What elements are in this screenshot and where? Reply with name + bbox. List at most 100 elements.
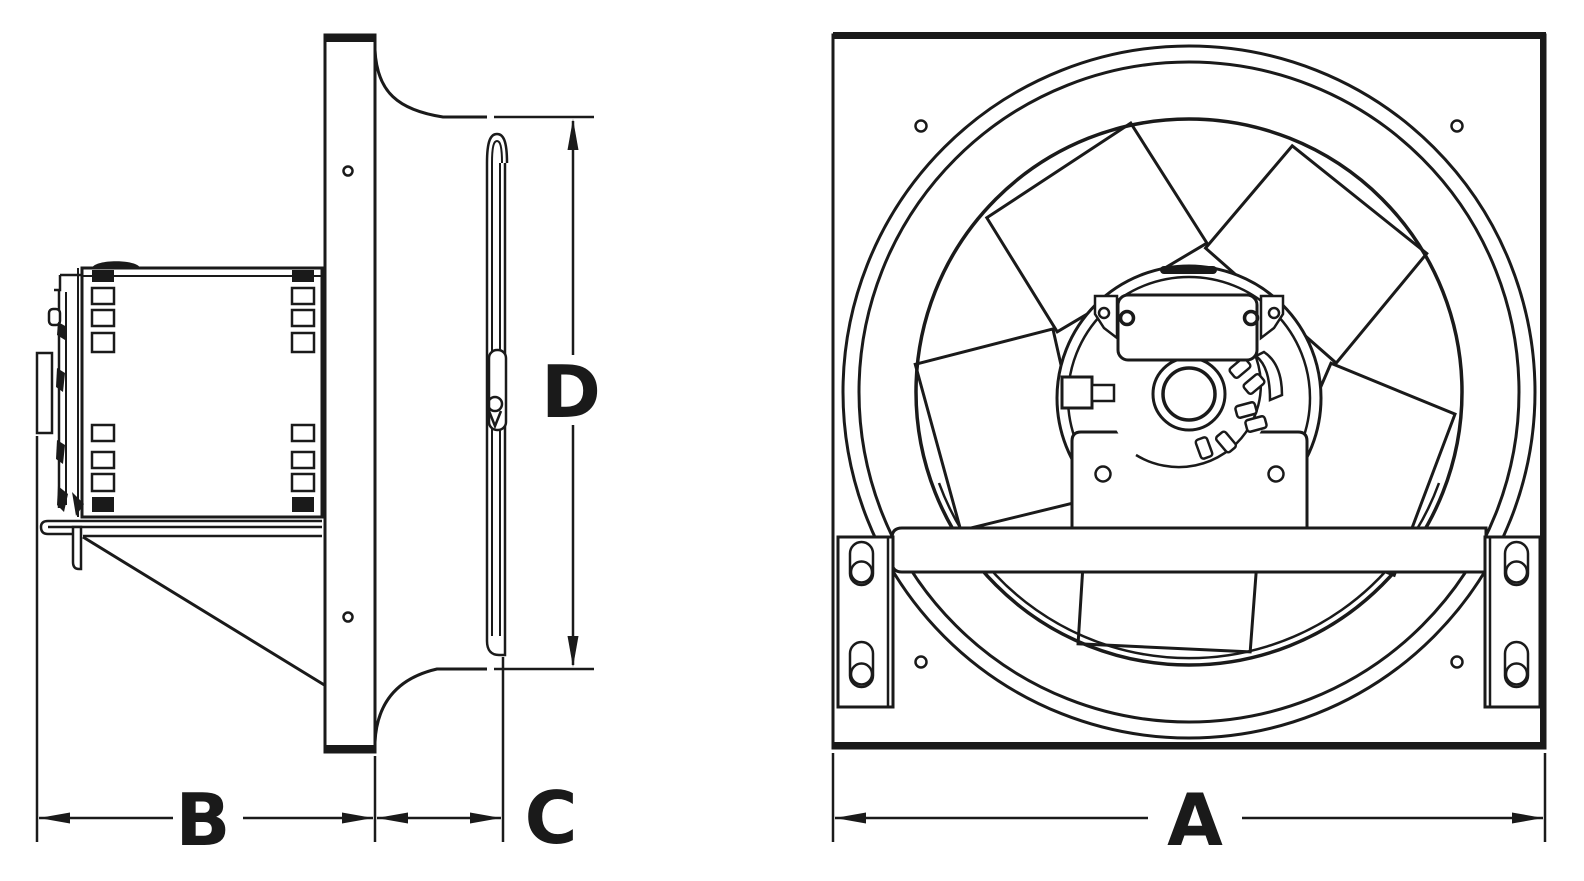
- vent-slot: [290, 423, 316, 443]
- venturi-circle-ring: [857, 60, 1521, 724]
- panel-top-edge: [833, 32, 1546, 39]
- bracket-slot-screw: [1504, 560, 1529, 584]
- dim-label-b: B: [176, 778, 231, 862]
- vent-bar: [292, 497, 314, 512]
- blade-cap-outer: [485, 132, 509, 164]
- motor-top-cap: [92, 261, 140, 268]
- dim-label-a: A: [1167, 778, 1223, 862]
- dimension-a: A: [831, 753, 1547, 862]
- panel-bottom-edge: [833, 742, 1546, 748]
- blade-cap-inner: [491, 139, 503, 164]
- bracket-slot-screw: [849, 560, 874, 584]
- hub-slot: [1242, 372, 1266, 396]
- vent-bar: [92, 497, 114, 512]
- vent-sliver: [56, 368, 65, 392]
- panel-top-edge: [326, 35, 374, 42]
- blade-hub-screw: [486, 395, 504, 413]
- vent-bar: [292, 270, 314, 282]
- vent-slot: [90, 472, 116, 493]
- hub-slot: [1244, 415, 1268, 433]
- panel-hole: [342, 165, 354, 177]
- motor-bracket-front: [1070, 430, 1309, 530]
- venturi-opening-circle: [914, 117, 1464, 667]
- fan-blade: [913, 327, 1093, 533]
- vent-bar: [92, 270, 114, 282]
- terminal-tab-inner: [1090, 383, 1116, 403]
- panel-hole: [1450, 655, 1464, 669]
- bracket-slot: [848, 540, 875, 587]
- vent-sliver: [57, 322, 67, 340]
- bracket-slot-screw: [1504, 662, 1529, 686]
- hub-slot: [1234, 401, 1258, 419]
- vent-slot: [90, 286, 116, 306]
- fan-blade: [984, 121, 1210, 334]
- motor-key-mark: [1160, 266, 1217, 274]
- bracket-slot-screw: [849, 662, 874, 686]
- panel-hole: [914, 119, 928, 133]
- hub-wedge: [1253, 350, 1284, 402]
- side-view: B C D: [35, 33, 601, 862]
- panel-hole: [342, 611, 354, 623]
- motor-mount-side: [39, 519, 327, 688]
- vent-sliver: [57, 486, 68, 512]
- tab-screw: [1242, 309, 1260, 327]
- mount-hook: [71, 525, 83, 571]
- arrowhead-left: [377, 812, 408, 824]
- vent-slot: [290, 472, 316, 493]
- panel-bottom-edge: [326, 745, 374, 752]
- arrowhead-up: [567, 119, 579, 150]
- arrowhead-right: [470, 812, 501, 824]
- venturi-curve-top: [373, 49, 487, 119]
- vent-sliver: [56, 440, 65, 464]
- vent-slot: [290, 286, 316, 306]
- mounting-bar: [890, 526, 1488, 574]
- hub-slot: [1194, 436, 1214, 460]
- panel-hole: [914, 655, 928, 669]
- panel-side: [323, 33, 487, 754]
- diagonal-brace: [82, 535, 327, 688]
- tab-hole: [1097, 306, 1111, 320]
- blade-foot: [485, 640, 507, 657]
- vent-slot: [290, 331, 316, 354]
- arrowhead-right: [342, 812, 373, 824]
- tab-screw: [1118, 309, 1136, 327]
- motor-vent-column-left: [90, 270, 116, 512]
- tab-hole: [1267, 306, 1281, 320]
- arrowhead-left: [835, 812, 866, 824]
- motor-vent-column-right: [290, 270, 316, 512]
- hub-vent-slots: [1194, 350, 1284, 460]
- panel-body-side: [323, 33, 377, 754]
- hub-slot: [1228, 356, 1252, 380]
- vent-sliver: [72, 492, 84, 516]
- arrowhead-left: [39, 812, 70, 824]
- shaft-bore: [1161, 366, 1217, 422]
- mount-plate-left-curl: [39, 519, 78, 536]
- blade-hub-chevron: [487, 410, 503, 430]
- dim-label-c: C: [525, 776, 578, 860]
- capacitor-box-side: [35, 351, 54, 435]
- end-bell-lug: [47, 307, 62, 327]
- dimension-d: D: [494, 115, 601, 671]
- arrowhead-down: [567, 636, 579, 667]
- fan-blade: [1203, 143, 1429, 366]
- motor-front: [1055, 264, 1323, 532]
- panel-hole: [1450, 119, 1464, 133]
- arrowhead-right: [1512, 812, 1543, 824]
- blade-side: [485, 132, 509, 657]
- junction-box: [1116, 293, 1259, 362]
- hub-slot: [1214, 430, 1238, 454]
- vent-slot: [290, 450, 316, 470]
- venturi-circle-outer: [841, 44, 1537, 740]
- dim-label-d: D: [541, 350, 601, 434]
- vent-slot: [90, 450, 116, 470]
- venturi-curve-bottom: [373, 667, 487, 743]
- panel-right-edge: [1540, 32, 1546, 748]
- dimension-c: C: [377, 657, 577, 860]
- vent-slot: [90, 308, 116, 328]
- motor-body: [80, 266, 324, 519]
- mount-bracket-left: [836, 535, 895, 709]
- vent-slot: [290, 308, 316, 328]
- front-view: A: [831, 32, 1547, 862]
